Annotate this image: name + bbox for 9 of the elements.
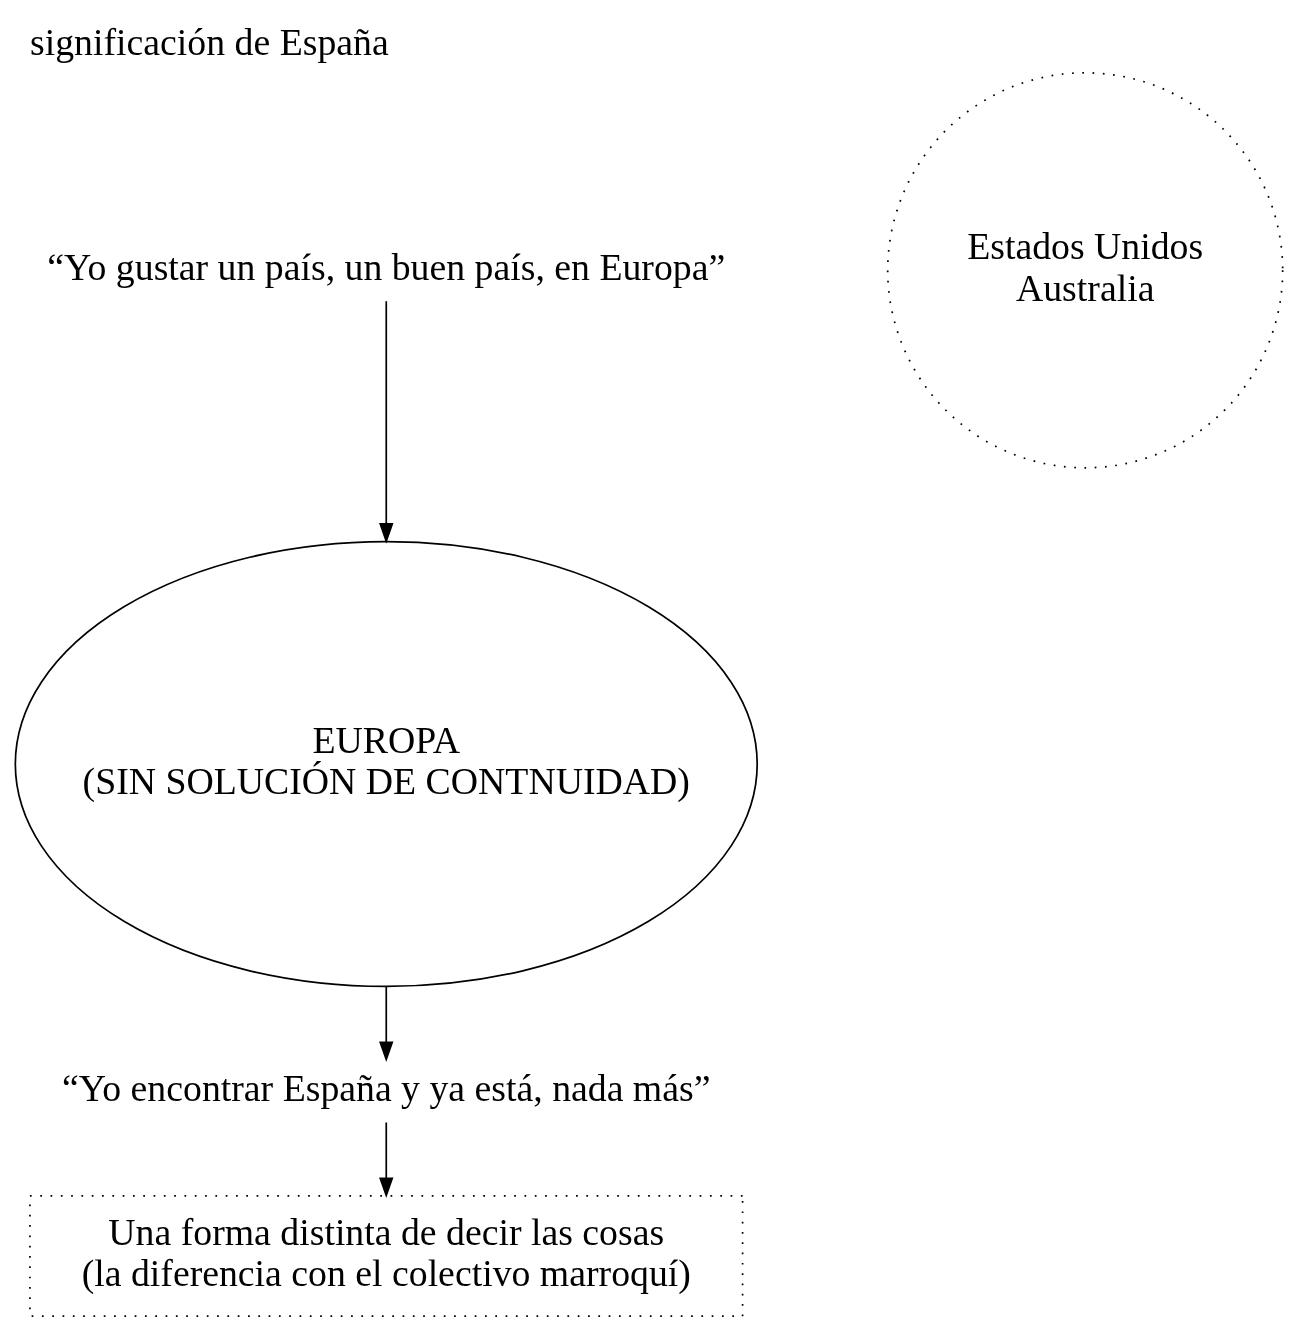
node-text: “Yo encontrar España y ya está, nada más” [62,1066,711,1109]
arrow [379,299,394,544]
arrow [379,985,394,1062]
arrow [379,1121,394,1198]
node-box: Una forma distinta de decir las cosas (la diferencia con el colectivo marroquí) [29,1194,744,1317]
node-text: “Yo gustar un país, un buen país, en Europa” [47,245,726,288]
diagram-title: significación de España [30,20,389,63]
node-circle: Estados Unidos Australia [886,71,1284,469]
node-ellipse: EUROPA (SIN SOLUCIÓN DE CONTNUIDAD) [14,540,759,987]
